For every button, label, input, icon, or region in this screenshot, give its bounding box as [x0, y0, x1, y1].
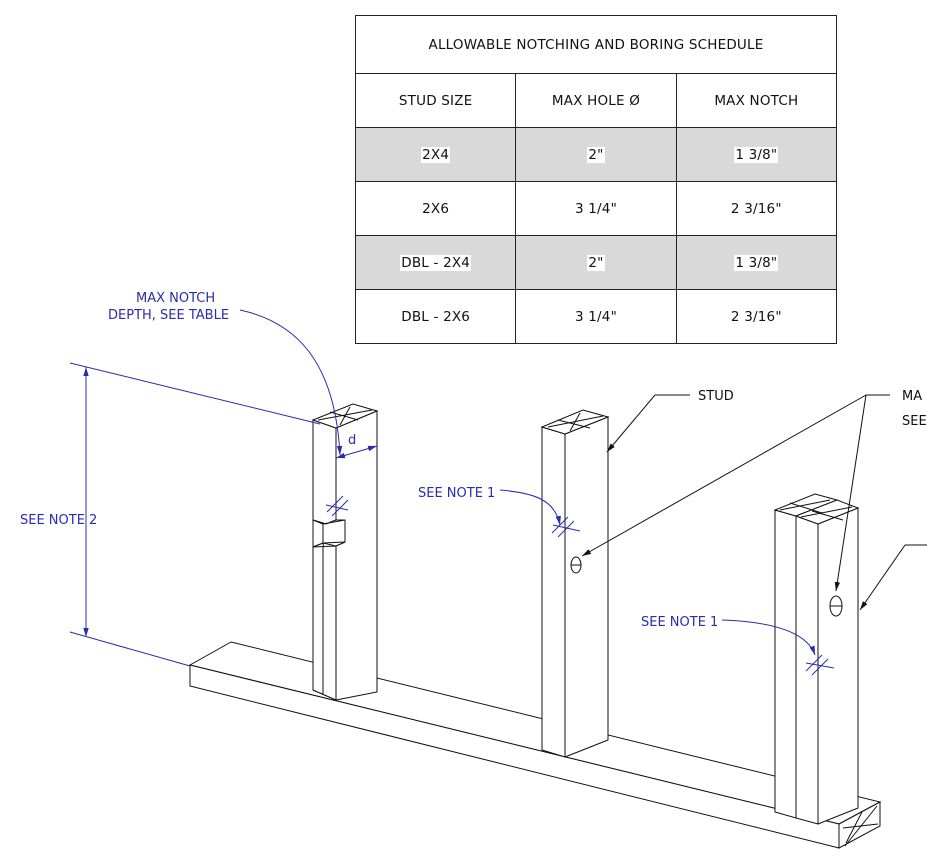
notched-stud: [311, 403, 379, 701]
stud-label: STUD: [698, 389, 734, 404]
table-title: ALLOWABLE NOTCHING AND BORING SCHEDULE: [355, 15, 837, 74]
table-cell: DBL - 2X4: [354, 235, 517, 290]
table-cell: 2X4: [354, 127, 517, 182]
table-cell: 2 3/16": [675, 181, 838, 236]
table-cell: 1 3/8": [675, 235, 838, 290]
notching-boring-schedule-table: ALLOWABLE NOTCHING AND BORING SCHEDULE S…: [354, 15, 838, 344]
max-notch-label-line1: MAX NOTCH: [136, 291, 215, 306]
see-note-1-label-center: SEE NOTE 1: [418, 486, 495, 501]
table-cell: 1 3/8": [675, 127, 838, 182]
cut-off-label-ma: MA: [902, 389, 922, 404]
table-cell: 3 1/4": [515, 289, 677, 344]
single-stud: [540, 409, 610, 758]
table-cell: 2": [515, 127, 677, 182]
table-cell: 3 1/4": [515, 181, 677, 236]
double-stud: [773, 493, 860, 825]
annotations: [69, 309, 835, 676]
header-stud-size: STUD SIZE: [354, 73, 517, 128]
table-cell: DBL - 2X6: [354, 289, 517, 344]
table-row: 2X6 3 1/4" 2 3/16": [354, 181, 838, 236]
see-note-1-label-right: SEE NOTE 1: [641, 615, 718, 630]
header-max-notch: MAX NOTCH: [675, 73, 838, 128]
table-row: DBL - 2X6 3 1/4" 2 3/16": [354, 289, 838, 344]
table-cell: 2 3/16": [675, 289, 838, 344]
table-row: 2X4 2" 1 3/8": [354, 127, 838, 182]
leaders: [581, 394, 927, 611]
table-row: DBL - 2X4 2" 1 3/8": [354, 235, 838, 290]
notch-depth-dim-label: d: [348, 433, 356, 448]
cut-off-label-see: SEE: [902, 414, 927, 429]
table-cell: 2": [515, 235, 677, 290]
table-cell: 2X6: [354, 181, 517, 236]
table-header-row: STUD SIZE MAX HOLE Ø MAX NOTCH: [354, 73, 838, 128]
max-notch-label-line2: DEPTH, SEE TABLE: [108, 308, 229, 323]
see-note-2-label: SEE NOTE 2: [20, 513, 97, 528]
table-title-row: ALLOWABLE NOTCHING AND BORING SCHEDULE: [355, 15, 837, 74]
